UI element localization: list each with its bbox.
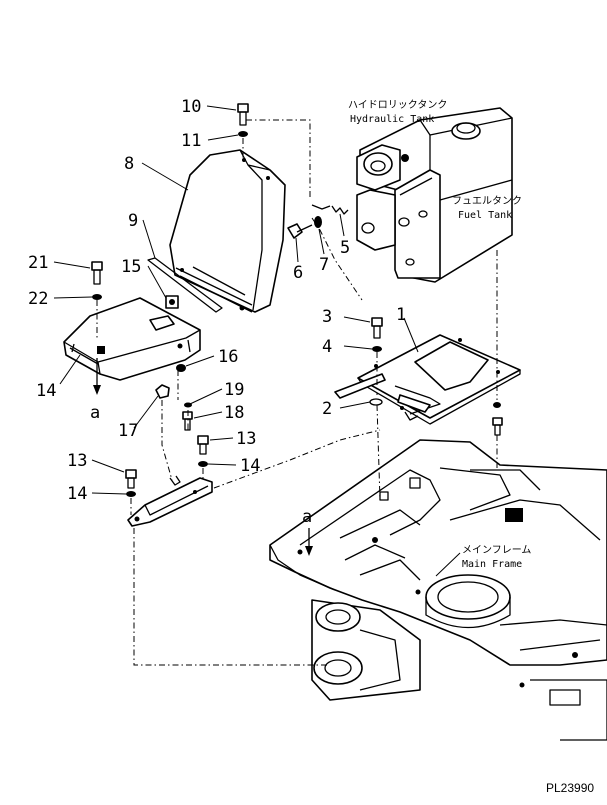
callout-20: 19 [224,380,244,400]
bolt-10 [237,103,249,126]
callout-14-lower: 14 [67,484,87,504]
hydraulic-tank-label-en: Hydraulic Tank [350,114,434,125]
callout-5: 5 [340,238,350,258]
reference-mark-a-upper: a [90,403,100,423]
bolt-3 [371,317,383,339]
leader-lines [53,105,461,577]
callout-3: 3 [322,307,332,327]
bolt-right [492,402,503,436]
callout-6: 6 [293,263,303,283]
callout-15: 14 [36,381,56,401]
callout-17: 16 [218,347,238,367]
callout-22: 22 [28,289,48,309]
fuel-tank-part [356,169,513,279]
hydraulic-tank-label-jp: ハイドロリックタンク [348,99,447,111]
fuel-tank-label-en: Fuel Tank [458,210,512,221]
bolt-13-lower [125,469,137,489]
seal-strip-part [147,257,223,313]
part-name-labels: ハイドロリックタンク Hydraulic Tank フュエルタンク Fuel T… [348,99,594,795]
washer-4 [372,346,382,352]
callout-19: 18 [224,403,244,423]
callout-7: 7 [319,255,329,275]
lower-bracket-part [127,475,213,527]
toolbox-cover-part [63,297,201,381]
callout-16: 15 [121,257,141,277]
assembly-lines [96,119,498,666]
washer-14-lower [126,491,136,497]
callout-21: 21 [28,253,48,273]
fuel-tank-label-jp: フュエルタンク [452,195,522,207]
bolt-6 [287,223,313,239]
arrow-a-upper [93,358,101,395]
callout-11: 11 [181,131,201,151]
washer-22 [92,294,102,300]
callout-10: 10 [181,97,201,117]
callout-9: 9 [128,211,138,231]
callout-4: 4 [322,337,332,357]
drawing-code: PL23990 [546,781,594,795]
bolt-21 [91,261,103,285]
callout-14-upper: 14 [240,456,260,476]
bolt-13-upper [197,435,209,455]
main-frame-part [269,439,607,741]
nut-18 [155,384,170,399]
callout-labels: 10 11 8 9 21 22 15 14 16 17 19 18 13 14 … [28,97,406,527]
spring-5 [311,204,349,215]
callout-13-lower: 13 [67,451,87,471]
callout-18: 17 [118,421,138,441]
washer-11 [238,131,248,137]
main-frame-label-jp: メインフレーム [462,544,531,556]
washer-14-upper [198,461,208,467]
main-frame-label-en: Main Frame [462,559,522,570]
callout-13-upper: 13 [236,429,256,449]
washer-2 [369,398,383,406]
reference-mark-a-lower: a [302,507,312,527]
bracket-plate-part [334,334,521,425]
callout-8: 8 [124,154,134,174]
knob-16 [165,295,179,309]
callout-1: 1 [396,305,406,325]
callout-2: 2 [322,399,332,419]
cover-part [169,149,286,313]
arrow-a-lower [305,528,313,556]
spacer-7 [314,216,322,228]
